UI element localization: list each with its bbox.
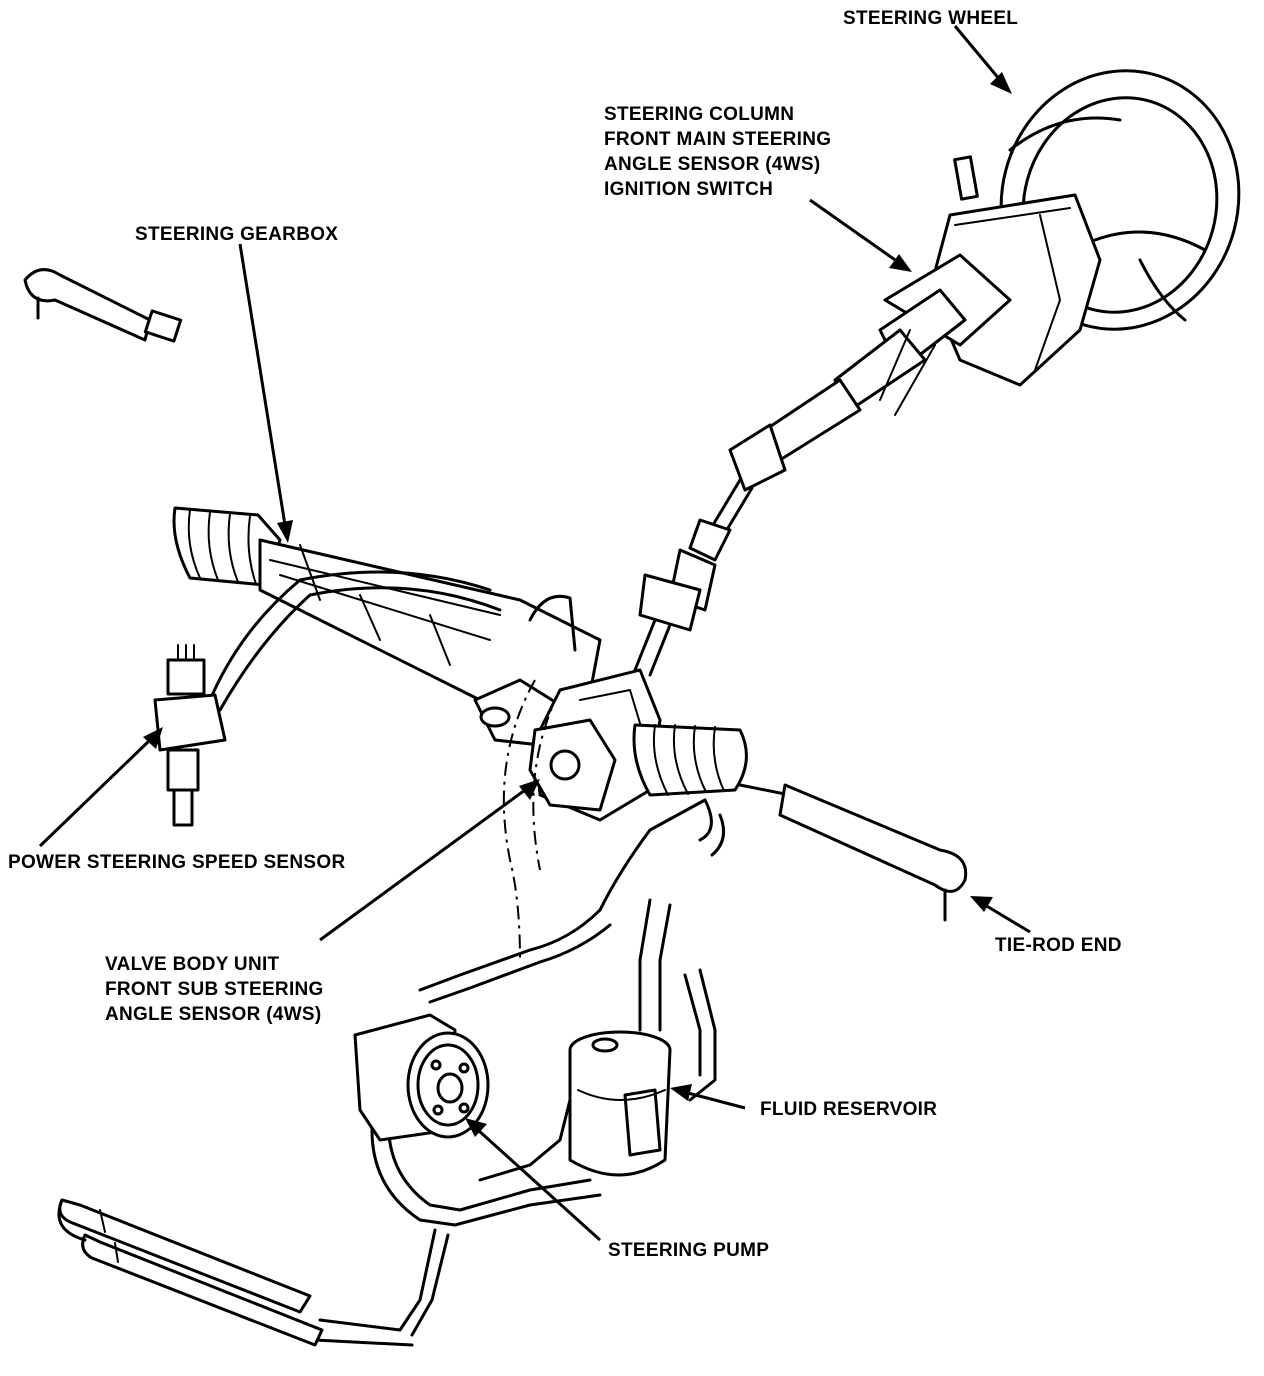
steering-gearbox-label: STEERING GEARBOX [135,224,338,245]
speed-sensor-label: POWER STEERING SPEED SENSOR [8,852,346,873]
valve-body-label-line-3: ANGLE SENSOR (4WS) [105,1004,322,1025]
oil-cooler-drawing [57,1198,324,1347]
steering-column-drawing [633,155,1102,677]
steering-column-label-line-3: ANGLE SENSOR (4WS) [604,154,821,175]
valve-body-drawing [502,679,617,961]
fluid-reservoir-label: FLUID RESERVOIR [760,1099,937,1120]
steering-column-label-line-1: STEERING COLUMN [604,104,794,125]
valve-body-label-line-1: VALVE BODY UNIT [105,954,280,975]
steering-column-label-line-4: IGNITION SWITCH [604,179,773,200]
steering-wheel-label: STEERING WHEEL [843,8,1018,29]
leaders [38,25,1031,1242]
valve-body-label-line-2: FRONT SUB STEERING [105,979,324,1000]
steering-column-label-line-2: FRONT MAIN STEERING [604,129,831,150]
steering-gearbox-drawing [23,268,968,922]
steering-pump-drawing [353,1013,490,1142]
speed-sensor-drawing [153,644,227,827]
fluid-reservoir-drawing [568,1030,672,1177]
steering-pump-label: STEERING PUMP [608,1240,769,1261]
steering-wheel-drawing [999,69,1241,331]
tie-rod-end-label: TIE-ROD END [995,935,1122,956]
